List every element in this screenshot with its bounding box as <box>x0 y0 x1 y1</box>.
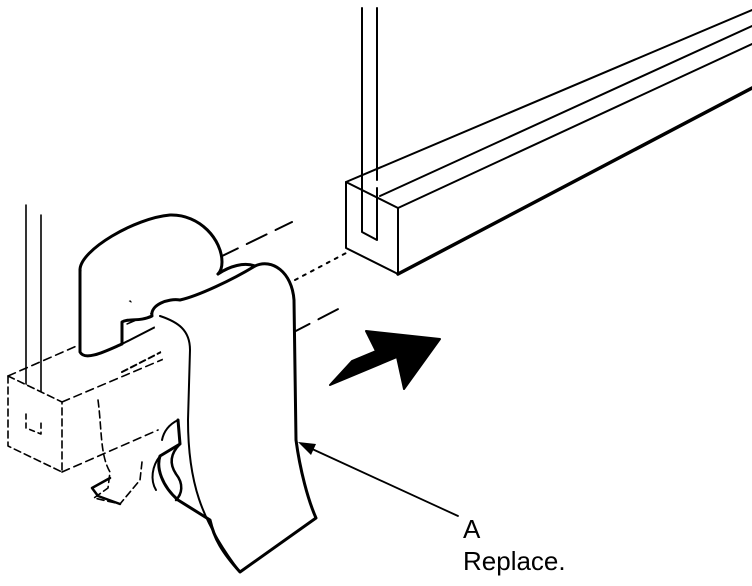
left-rail-hidden <box>7 204 186 473</box>
alignment-lines <box>217 221 349 335</box>
callout-leader-arrowhead <box>298 442 316 455</box>
insert-direction-arrow-icon <box>329 330 441 390</box>
callout-leader-line <box>309 447 459 517</box>
spring-clip-part-a <box>78 213 318 574</box>
callout-action-label: Replace. <box>463 546 566 576</box>
right-rail <box>345 7 752 276</box>
callout-letter-label: A <box>463 514 481 544</box>
